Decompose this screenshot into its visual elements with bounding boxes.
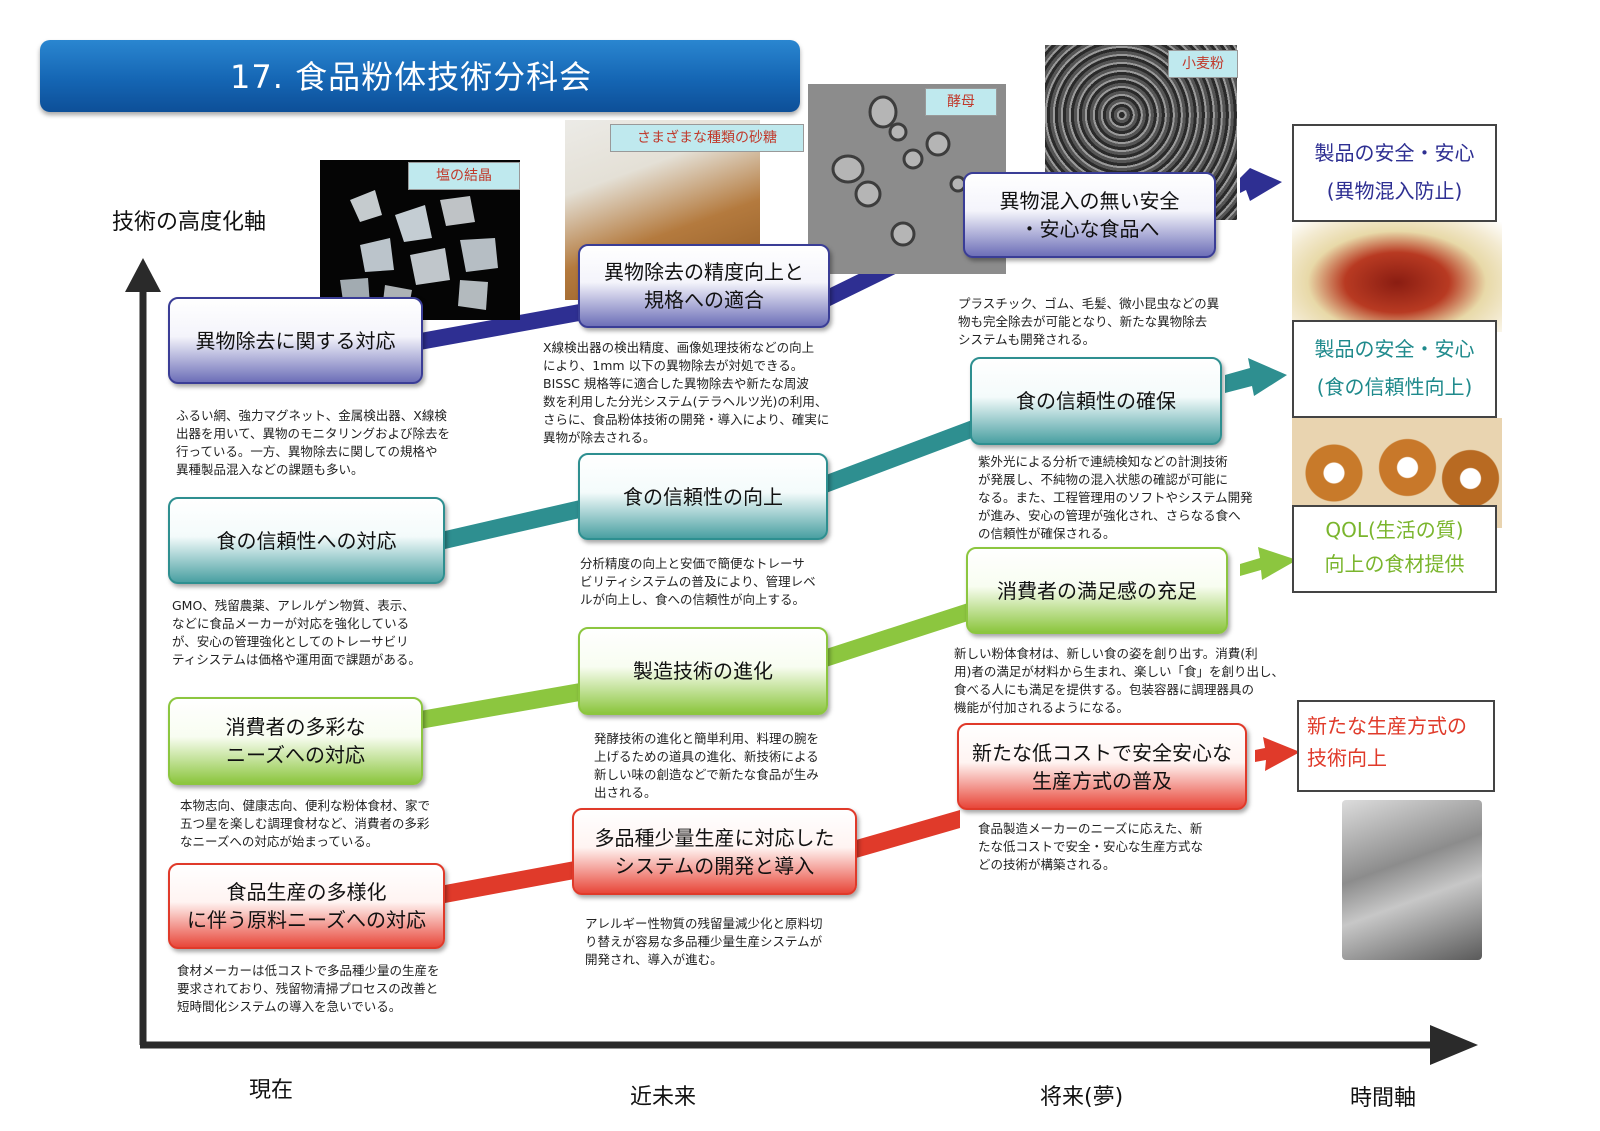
goal-qol-text: QOL(生活の質) 向上の食材提供 <box>1324 518 1465 576</box>
green-stage-3-desc: 新しい粉体食材は、新しい食の姿を創り出す。消費(利 用)者の満足が材料から生まれ… <box>954 646 1285 715</box>
connector-red-1 <box>445 860 580 903</box>
blue-stage-2-box: 異物除去の精度向上と 規格への適合 <box>578 244 830 328</box>
connector-green-1 <box>420 683 580 729</box>
red-stage-1-box: 食品生産の多様化 に伴う原料ニーズへの対応 <box>168 863 445 949</box>
goal-arrow-green <box>1240 547 1297 580</box>
teal-stage-1-box: 食の信頼性への対応 <box>168 497 445 584</box>
x-tick-now: 現在 <box>249 1078 294 1103</box>
red-stage-2-desc: アレルギー性物質の残留量減少化と原料切 り替えが容易な多品種少量生産システムが … <box>585 916 823 967</box>
goal-safety-reliability-text: 製品の安全・安心 (食の信頼性向上) <box>1314 337 1475 399</box>
green-stage-1-box: 消費者の多彩な ニーズへの対応 <box>168 697 423 785</box>
connector-teal-1 <box>445 500 580 549</box>
teal-stage-2-label: 食の信頼性の向上 <box>623 484 783 509</box>
teal-stage-1-label: 食の信頼性への対応 <box>216 528 397 553</box>
teal-stage-2-box: 食の信頼性の向上 <box>578 453 828 540</box>
teal-stage-3-label: 食の信頼性の確保 <box>1016 389 1176 413</box>
y-axis-arrowhead <box>125 258 161 292</box>
blue-stage-1-label: 異物除去に関する対応 <box>195 328 396 353</box>
connector-red-2 <box>856 810 960 858</box>
teal-stage-3-box: 食の信頼性の確保 <box>970 357 1222 445</box>
blue-stage-3-desc: プラスチック、ゴム、毛髪、微小昆虫などの異 物も完全除去が可能となり、新たな異物… <box>958 296 1220 347</box>
red-stage-3-box: 新たな低コストで安全安心な 生産方式の普及 <box>957 723 1247 810</box>
yeast-photo-tag: 酵母 <box>925 88 997 116</box>
goal-new-production: 新たな生産方式の 技術向上 <box>1297 700 1495 792</box>
red-stage-1-desc: 食材メーカーは低コストで多品種少量の生産を 要求されており、残留物清掃プロセスの… <box>177 963 440 1014</box>
red-stage-3-desc: 食品製造メーカーのニーズに応えた、新 たな低コストで安全・安心な生産方式な どの… <box>978 821 1204 872</box>
green-stage-3-box: 消費者の満足感の充足 <box>966 547 1228 634</box>
goal-arrow-blue <box>1240 168 1282 201</box>
goal-new-production-text: 新たな生産方式の 技術向上 <box>1307 714 1467 770</box>
green-stage-2-desc: 発酵技術の進化と簡単利用、料理の腕を 上げるための道具の進化、新技術による 新し… <box>594 731 820 800</box>
page-title: 17. 食品粉体技術分科会 <box>230 58 593 96</box>
x-tick-future: 将来(夢) <box>1040 1085 1124 1110</box>
x-tick-near-future: 近未来 <box>630 1085 697 1110</box>
blue-stage-2-label: 異物除去の精度向上と 規格への適合 <box>604 260 804 312</box>
green-stage-1-label: 消費者の多彩な ニーズへの対応 <box>225 715 366 767</box>
red-stage-3-label: 新たな低コストで安全安心な 生産方式の普及 <box>972 740 1232 793</box>
flour-photo-tag: 小麦粉 <box>1168 50 1238 78</box>
goal-safety-foreign-matter-text: 製品の安全・安心 (異物混入防止) <box>1314 141 1475 203</box>
title-banner <box>40 40 800 112</box>
teal-stage-3-desc: 紫外光による分析で連続検知などの計測技術 が発展し、不純物の混入状態の確認が可能… <box>978 454 1253 541</box>
sugar-photo-tag: さまざまな種類の砂糖 <box>610 124 804 152</box>
teal-stage-2-desc: 分析精度の向上と安価で簡便なトレーサ ビリティシステムの普及により、管理レベ ル… <box>580 556 816 607</box>
green-stage-2-label: 製造技術の進化 <box>633 659 773 683</box>
red-stage-2-label: 多品種少量生産に対応した システムの開発と導入 <box>594 825 835 878</box>
blue-stage-1-box: 異物除去に関する対応 <box>168 297 423 384</box>
x-axis-arrowhead <box>1430 1025 1478 1065</box>
goal-arrow-teal <box>1225 358 1287 396</box>
blue-stage-3-box: 異物混入の無い安全 ・安心な食品へ <box>963 172 1216 258</box>
connector-green-2 <box>826 603 968 667</box>
green-stage-2-box: 製造技術の進化 <box>578 627 828 715</box>
red-stage-1-label: 食品生産の多様化 に伴う原料ニーズへの対応 <box>187 880 426 932</box>
x-axis-label: 時間軸 <box>1350 1086 1417 1111</box>
goal-safety-foreign-matter: 製品の安全・安心 (異物混入防止) <box>1292 124 1497 222</box>
spaghetti-photo <box>1292 222 1502 332</box>
green-stage-3-label: 消費者の満足感の充足 <box>997 578 1197 603</box>
goal-safety-reliability: 製品の安全・安心 (食の信頼性向上) <box>1292 320 1497 418</box>
salt-photo-tag: 塩の結晶 <box>408 162 520 190</box>
blue-stage-3-label: 異物混入の無い安全 ・安心な食品へ <box>999 189 1180 241</box>
green-stage-1-desc: 本物志向、健康志向、便利な粉体食材、家で 五つ星を楽しむ調理食材など、消費者の多… <box>180 798 431 849</box>
blue-stage-2-desc: X線検出器の検出精度、画像処理技術などの向上 により、1mm 以下の異物除去が対… <box>543 340 830 445</box>
goal-qol: QOL(生活の質) 向上の食材提供 <box>1292 505 1497 593</box>
connector-teal-2 <box>826 420 972 493</box>
goal-arrow-red <box>1255 737 1300 771</box>
y-axis-label: 技術の高度化軸 <box>112 210 267 235</box>
production-machine-photo <box>1342 800 1482 960</box>
teal-stage-1-desc: GMO、残留農薬、アレルゲン物質、表示、 などに食品メーカーが対応を強化している… <box>172 598 421 667</box>
blue-stage-1-desc: ふるい網、強力マグネット、金属検出器、X線検 出器を用いて、異物のモニタリングお… <box>176 408 451 477</box>
connector-blue-1 <box>420 303 585 350</box>
red-stage-2-box: 多品種少量生産に対応した システムの開発と導入 <box>572 808 857 895</box>
